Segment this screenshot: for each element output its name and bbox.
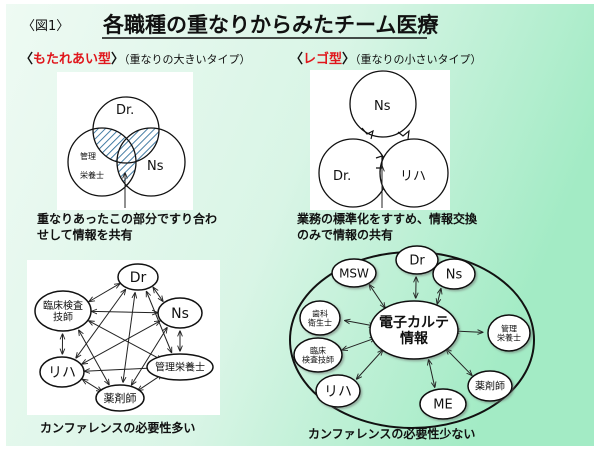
- node-label-nutrition: 栄養士: [497, 332, 521, 342]
- node-ns: Ns: [157, 297, 203, 329]
- right-type-heading: 〈レゴ型〉（重なりの小さいタイプ）: [290, 51, 482, 67]
- node-label-ehr: 情報: [400, 330, 429, 347]
- edge-dr-lab: [89, 284, 120, 302]
- hub-network-edges: [342, 277, 483, 387]
- node-rehab: リハ: [39, 356, 85, 388]
- node-label-ns: Ns: [171, 306, 189, 322]
- node-label-lab: 技師: [53, 310, 73, 323]
- right-network-caption: カンファレンスの必要性少ない: [308, 426, 475, 441]
- node-nutrition: 管理栄養士: [487, 314, 531, 352]
- lego-label-dr: Dr.: [333, 169, 351, 184]
- venn-label-dr: Dr.: [116, 103, 134, 118]
- right-caption-line-1: 業務の標準化をすすめ、情報交換: [296, 211, 478, 226]
- node-msw: MSW: [331, 258, 377, 288]
- lego-circle-rehab: [379, 138, 449, 208]
- node-label-dental: 歯科: [312, 308, 328, 318]
- edge-ns-lab: [92, 311, 158, 312]
- left-type-heading: 〈もたれあい型〉（重なりの大きいタイプ）: [20, 51, 251, 67]
- venn-label-nutrition: 管理: [80, 151, 96, 161]
- mesh-network-edges: [62, 284, 180, 392]
- right-caption-line-2: のみで情報の共有: [297, 227, 393, 242]
- left-network-caption: カンファレンスの必要性多い: [40, 420, 195, 435]
- lego-label-rehab: リハ: [400, 169, 426, 184]
- lego-joints: [361, 127, 410, 169]
- node-ns: Ns: [432, 258, 476, 290]
- node-pharmacist: 薬剤師: [467, 370, 513, 402]
- venn-label-nutrition-2: 栄養士: [80, 170, 104, 180]
- node-nutrition: 管理栄養士: [146, 353, 214, 381]
- lego-circle-ns: [349, 70, 417, 138]
- node-label-lab: 臨床: [310, 345, 326, 355]
- venn-label-ns: Ns: [147, 159, 164, 174]
- node-pharmacist: 薬剤師: [95, 384, 145, 412]
- edge-ehr-me: [429, 360, 435, 387]
- node-label-rehab: リハ: [48, 365, 76, 381]
- figure-label: 〈図1〉: [22, 19, 69, 34]
- node-label-msw: MSW: [339, 266, 369, 280]
- edge-ehr-ns: [437, 289, 441, 304]
- node-label-dental: 衛生士: [308, 317, 332, 327]
- node-dr: Dr: [117, 263, 159, 291]
- venn-circle-ns: [116, 127, 186, 197]
- node-label-lab: 臨床検査: [43, 299, 83, 312]
- lego-diagram: Ns Dr. リハ: [310, 70, 450, 210]
- node-label-ns: Ns: [446, 268, 463, 283]
- node-label-dr: Dr: [409, 254, 425, 269]
- node-label-lab: 検査技師: [302, 354, 334, 364]
- node-label-dr: Dr: [130, 270, 147, 286]
- venn-diagram: Dr. 管理 栄養士 Ns: [57, 72, 193, 210]
- node-label-nutrition: 管理栄養士: [155, 361, 205, 374]
- edge-ehr-dental: [345, 321, 375, 326]
- node-label-rehab: リハ: [324, 384, 352, 400]
- left-caption-line-1: 重なりあったこの部分ですり合わ: [37, 211, 217, 226]
- venn-circle-dr: [92, 96, 160, 164]
- node-rehab: リハ: [315, 374, 361, 408]
- edge-nutrition-lab: [89, 321, 162, 360]
- edge-ehr-rehab: [357, 350, 383, 379]
- left-caption-line-2: せして情報を共有: [37, 227, 133, 242]
- venn-circle-nutrition: [67, 127, 137, 197]
- node-label-pharmacist: 薬剤師: [475, 380, 505, 393]
- edge-pharmacist-lab: [79, 330, 109, 384]
- node-me: ME: [419, 388, 467, 420]
- node-label-ehr: 電子カルテ: [379, 314, 449, 331]
- page-title: 各職種の重なりからみたチーム医療: [102, 13, 439, 37]
- edge-ehr-nutrition: [454, 331, 483, 332]
- edge-ehr-lab: [342, 338, 375, 350]
- lego-circle-dr: [318, 138, 388, 208]
- node-label-pharmacist: 薬剤師: [104, 391, 137, 405]
- edge-ehr-pharmacist: [446, 349, 472, 375]
- node-label-me: ME: [433, 398, 452, 413]
- edge-ehr-msw: [369, 285, 385, 308]
- node-label-nutrition: 管理: [501, 323, 517, 333]
- node-dr: Dr: [395, 245, 439, 275]
- lego-label-ns: Ns: [374, 99, 391, 114]
